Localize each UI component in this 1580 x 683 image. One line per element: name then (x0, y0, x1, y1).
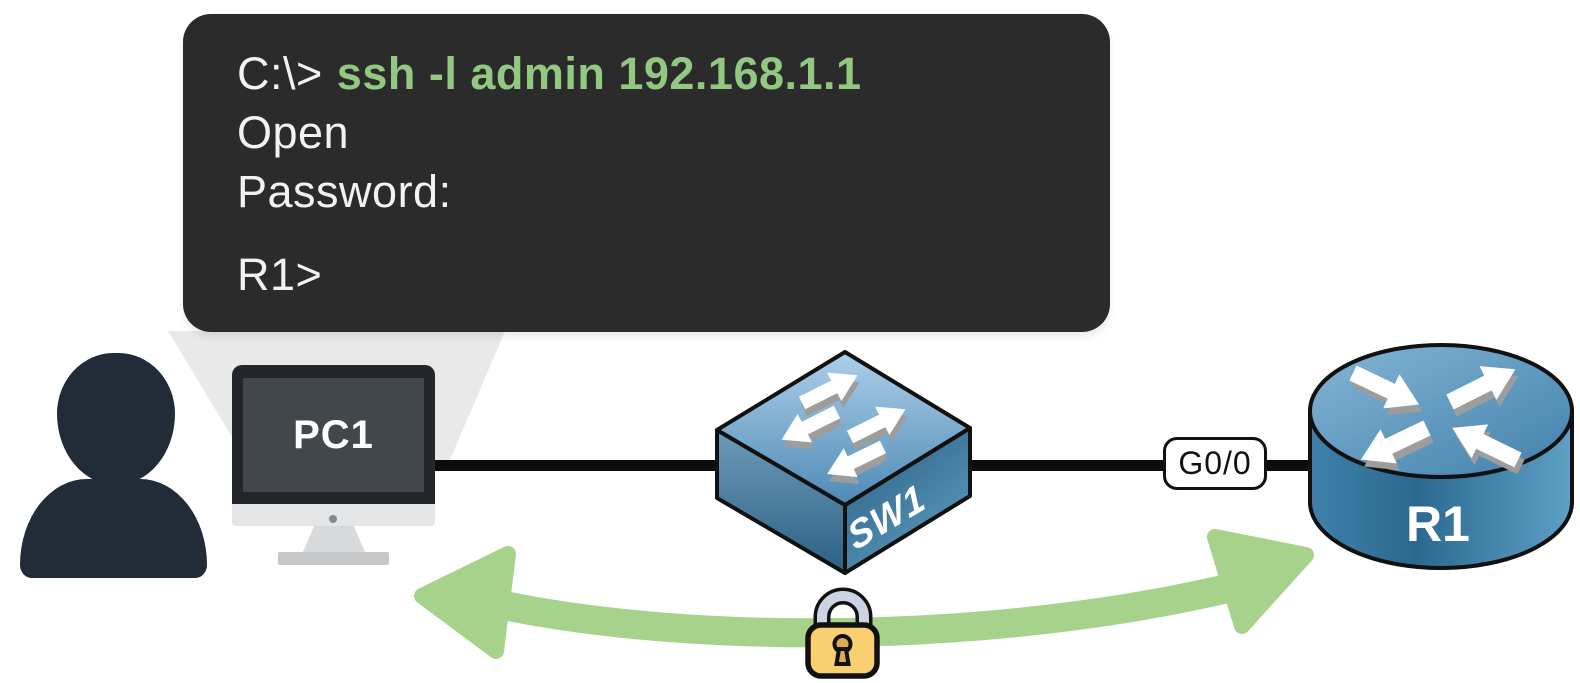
interface-label-g0-0: G0/0 (1163, 437, 1267, 490)
terminal-router-prompt: R1> (237, 249, 323, 300)
interface-label-text: G0/0 (1178, 445, 1252, 481)
padlock-icon (805, 587, 880, 679)
router-icon: R1 (1308, 343, 1574, 570)
ethernet-cable-sw1-r1 (950, 460, 1320, 471)
user-body-icon (20, 479, 207, 578)
switch-cube (715, 350, 972, 575)
monitor-base (278, 552, 389, 565)
ethernet-cable-pc1-sw1 (430, 460, 742, 471)
padlock-keyhole (832, 634, 853, 666)
pc-label: PC1 (293, 412, 374, 457)
terminal-command: ssh -l admin 192.168.1.1 (336, 48, 862, 99)
monitor-screen: PC1 (243, 378, 424, 492)
padlock-shackle (813, 587, 873, 631)
terminal-prompt: C:\> (237, 48, 323, 99)
terminal-window: C:\> ssh -l admin 192.168.1.1 Open Passwo… (183, 14, 1110, 332)
user-head-icon (57, 353, 175, 485)
router-label: R1 (1406, 496, 1470, 552)
terminal-output-open: Open (237, 107, 350, 158)
monitor-stand (303, 526, 365, 552)
monitor-camera-dot (329, 515, 337, 523)
switch-icon: SW1 (715, 350, 972, 575)
terminal-output-password: Password: (237, 166, 452, 217)
arrowhead-right (1207, 529, 1314, 634)
terminal-line-command: C:\> ssh -l admin 192.168.1.1 (237, 44, 1110, 103)
arrowhead-left (414, 546, 516, 659)
